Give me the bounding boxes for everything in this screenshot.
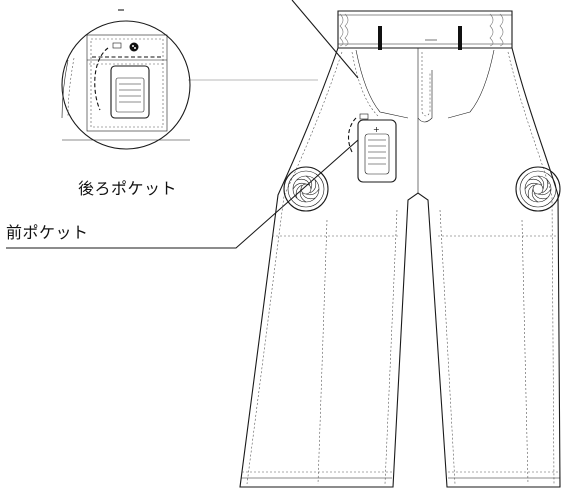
- leader-line-front-pocket: [6, 139, 359, 249]
- pocket-button: [129, 42, 139, 52]
- belt-loop-left: [378, 26, 382, 50]
- waistband: [337, 10, 513, 50]
- fly: [417, 48, 433, 193]
- svg-text:+: +: [373, 125, 380, 134]
- back-pocket-label: 後ろポケット: [78, 179, 178, 198]
- front-pocket-label: 前ポケット: [6, 223, 89, 242]
- fan-right: [515, 166, 561, 212]
- front-pocket-battery: +: [347, 113, 397, 183]
- pocket-opening-right: [447, 49, 495, 119]
- leader-line-back-pocket: [291, 0, 359, 79]
- pants-outline: [239, 47, 561, 488]
- fan-left: [283, 166, 329, 212]
- belt-loop-right: [458, 26, 462, 50]
- pocket-opening-left: [355, 49, 409, 119]
- back-pocket-callout: [61, 9, 191, 150]
